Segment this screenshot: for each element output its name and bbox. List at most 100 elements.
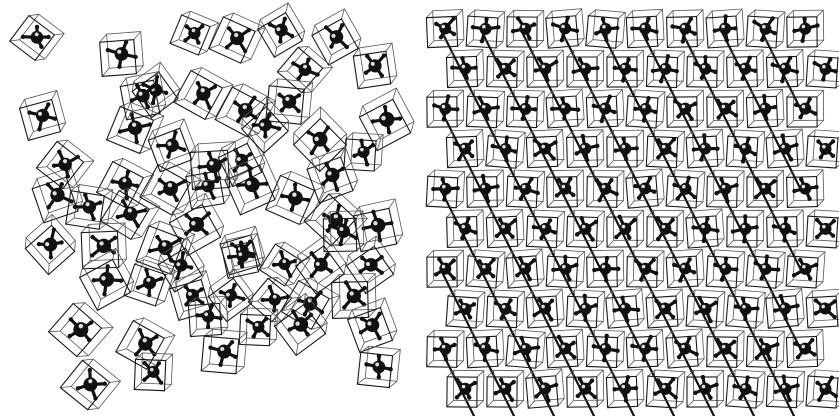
molecule-cube — [527, 50, 564, 87]
molecule-cube — [487, 50, 525, 88]
molecule-cube — [766, 50, 804, 88]
molecule-cube — [486, 290, 524, 328]
molecule-cube — [209, 10, 266, 67]
molecule-cube — [666, 249, 705, 288]
molecule-cube — [304, 188, 367, 251]
molecule-cube — [646, 50, 684, 88]
molecule-cube — [107, 99, 164, 156]
molecule-cube — [626, 329, 664, 367]
molecule-cube — [426, 9, 464, 47]
molecule-cube — [466, 249, 505, 288]
molecule-cube — [506, 90, 544, 128]
molecule-cube — [747, 170, 784, 207]
molecule-cube — [357, 345, 400, 388]
molecule-cube — [786, 170, 824, 208]
molecule-cube — [605, 289, 644, 328]
molecule-cube — [706, 9, 745, 48]
molecule-cube — [355, 88, 418, 151]
molecule-cube — [686, 290, 725, 329]
molecule-cube — [239, 308, 277, 346]
molecule-cube — [726, 289, 766, 329]
molecule-cube — [746, 249, 785, 288]
molecule-cube — [10, 10, 65, 65]
molecule-cube — [466, 10, 505, 49]
ordered-lattice-panel — [420, 0, 839, 416]
molecule-cube — [806, 369, 839, 408]
molecule-cube — [446, 289, 485, 328]
molecule-cube — [526, 129, 564, 167]
molecule-cube — [344, 132, 383, 171]
molecule-cube — [352, 43, 398, 89]
molecule-cube — [506, 170, 544, 208]
molecule-cube — [546, 329, 584, 367]
molecule-cube — [787, 90, 824, 127]
molecule-cube — [567, 50, 604, 87]
molecule-cube — [567, 210, 605, 248]
molecule-cube — [486, 209, 524, 247]
molecule-cube — [786, 330, 824, 368]
molecule-cube — [467, 170, 504, 207]
molecule-cube — [806, 210, 839, 249]
molecule-cube — [726, 369, 765, 408]
molecule-cube — [566, 290, 604, 328]
molecule-cube — [607, 210, 644, 247]
molecule-cube — [427, 250, 464, 287]
molecule-cube — [726, 50, 764, 88]
molecule-cube — [18, 91, 68, 141]
molecule-cube — [727, 210, 764, 247]
molecule-cube — [466, 90, 504, 128]
disordered-molecules-panel — [0, 0, 420, 416]
molecule-cube — [586, 330, 624, 368]
ordered-lattice-drawing — [420, 0, 839, 416]
molecule-cube — [308, 9, 364, 65]
molecule-cube — [587, 250, 624, 287]
molecule-cube — [646, 370, 685, 409]
molecule-cube — [746, 330, 784, 368]
molecule-cube — [686, 129, 725, 168]
molecule-cube — [587, 170, 624, 207]
molecule-cube — [666, 10, 704, 48]
molecule-cube — [487, 370, 524, 407]
molecule-cube — [81, 223, 127, 269]
molecule-cube — [427, 330, 464, 367]
molecule-cube — [526, 210, 564, 248]
molecule-cube — [607, 130, 644, 167]
molecule-cube — [726, 130, 765, 169]
molecule-cube — [486, 129, 526, 169]
molecule-cube — [222, 154, 283, 215]
molecule-cube — [806, 49, 839, 88]
molecule-cube — [707, 170, 744, 207]
molecule-cube — [666, 169, 705, 208]
molecule-cube — [505, 249, 544, 288]
molecule-cube — [625, 169, 664, 208]
molecule-cube — [525, 369, 565, 409]
molecule-cube — [806, 289, 839, 328]
molecule-cube — [627, 250, 664, 287]
molecule-cube — [766, 370, 804, 408]
molecule-cube — [567, 370, 604, 407]
molecule-cube — [806, 129, 839, 168]
molecule-cube — [76, 248, 138, 310]
molecule-cube — [647, 210, 684, 247]
molecule-cube — [506, 329, 546, 369]
molecule-cube — [706, 250, 745, 289]
molecule-cube — [746, 89, 784, 127]
molecule-cube — [687, 370, 724, 407]
molecule-cube — [707, 90, 744, 127]
molecule-cube — [20, 214, 80, 274]
molecule-cube — [586, 89, 624, 127]
molecule-cube — [787, 10, 824, 47]
molecule-cube — [526, 289, 565, 328]
molecule-cube — [545, 9, 585, 49]
molecule-cube — [566, 130, 604, 168]
molecule-cube — [99, 32, 144, 77]
molecule-cube — [60, 354, 120, 414]
molecule-cube — [786, 249, 825, 288]
molecule-cube — [345, 298, 400, 353]
molecule-cube — [546, 89, 585, 128]
molecule-cube — [665, 329, 704, 368]
molecule-cube — [646, 289, 685, 328]
molecule-cube — [220, 234, 265, 279]
molecule-cube — [546, 250, 585, 289]
